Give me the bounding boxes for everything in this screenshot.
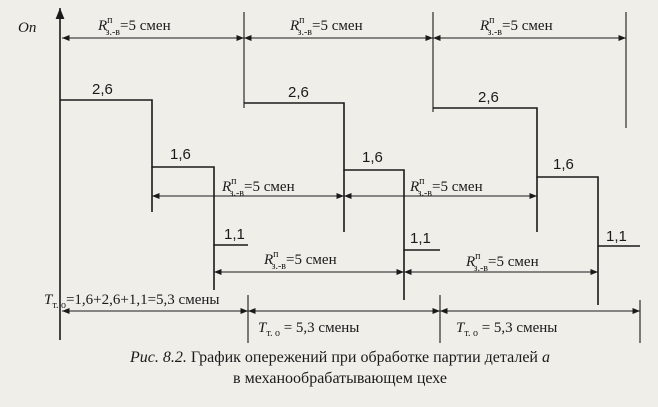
level-2-6-a: 2,6: [92, 81, 113, 98]
level-1-6-c: 1,6: [553, 156, 574, 173]
level-1-1-a: 1,1: [224, 226, 245, 243]
y-axis-label: Оп: [18, 20, 36, 36]
cycle-label-1: Tт. о=1,6+2,6+1,1=5,3 смены: [44, 292, 219, 311]
step-profile-2: [244, 102, 440, 251]
caption-line-1: Рис. 8.2. График опережений при обработк…: [130, 349, 550, 366]
step-profile-3: [433, 107, 640, 247]
caption-line-2: в механообрабатывающем цехе: [233, 370, 447, 387]
figure-caption: Рис. 8.2. График опережений при обработк…: [40, 347, 640, 389]
step-profile-1: [60, 99, 248, 246]
cycle-label-3: Tт. о = 5,3 смены: [456, 320, 557, 339]
level-1-6-b: 1,6: [362, 149, 383, 166]
level-1-1-b: 1,1: [410, 230, 431, 247]
level-2-6-c: 2,6: [478, 89, 499, 106]
level-2-6-b: 2,6: [288, 84, 309, 101]
level-1-1-c: 1,1: [606, 228, 627, 245]
cycle-label-2: Tт. о = 5,3 смены: [258, 320, 359, 339]
level-1-6-a: 1,6: [170, 146, 191, 163]
